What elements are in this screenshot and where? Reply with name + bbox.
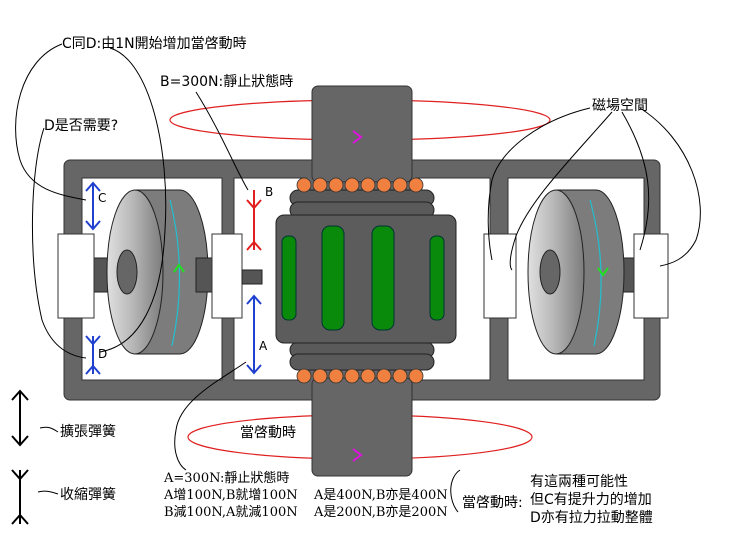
ab-400-label: A是400N,B亦是400N	[313, 487, 448, 503]
center-coil-assembly	[275, 189, 457, 371]
b-static-label: B=300N:靜止狀態時	[160, 74, 293, 90]
expansion-spring-label: 擴張彈簧	[60, 423, 116, 440]
ab-200-label: A是200N,B亦是200N	[313, 504, 448, 520]
right-disk	[527, 189, 625, 355]
bottom-rotation-arrow	[352, 448, 363, 462]
d-needed-label: D是否需要?	[44, 118, 118, 134]
compression-spring-legend-icon	[11, 469, 29, 525]
a-static-label: A=300N:靜止狀態時	[163, 470, 289, 486]
d-letter: D	[98, 347, 107, 361]
possibility-line-2: 但C有提升力的增加	[530, 492, 652, 508]
d-compression-arrow	[85, 335, 101, 375]
right-inner-plate	[483, 233, 517, 319]
b-compression-arrow	[246, 190, 262, 251]
when-started-center-label: 當啓動時	[240, 425, 296, 441]
a-expansion-arrow	[246, 294, 262, 375]
top-bead-row	[296, 177, 424, 193]
left-inner-plate	[211, 233, 243, 319]
left-disk	[106, 189, 209, 355]
bottom-bead-row	[296, 368, 424, 384]
center-post-bottom	[311, 377, 413, 477]
a-letter: A	[259, 339, 268, 353]
top-rotation-arrow	[352, 130, 363, 144]
expansion-spring-legend-icon	[11, 389, 29, 447]
compression-spring-label: 收縮彈簧	[60, 487, 116, 503]
possibility-line-3: D亦有拉力拉動整體	[530, 510, 653, 526]
center-left-stub	[241, 269, 263, 285]
left-outer-plate	[57, 233, 95, 319]
center-post-top	[311, 85, 413, 183]
right-outer-plate	[633, 233, 669, 319]
when-started-colon-label: 當啓動時:	[462, 495, 523, 511]
b-decrease-label: B減100N,A就減100N	[164, 504, 298, 520]
c-letter: C	[98, 191, 106, 205]
leader-lines	[15, 43, 701, 513]
possibility-line-1: 有這兩種可能性	[530, 474, 628, 490]
magnetic-space-label: 磁場空間	[592, 98, 648, 114]
b-letter: B	[265, 185, 273, 199]
c-expansion-arrow	[85, 181, 101, 231]
c-same-d-label: C同D:由1N開始增加當啓動時	[62, 36, 247, 52]
a-increase-label: A增100N,B就增100N	[163, 488, 298, 503]
